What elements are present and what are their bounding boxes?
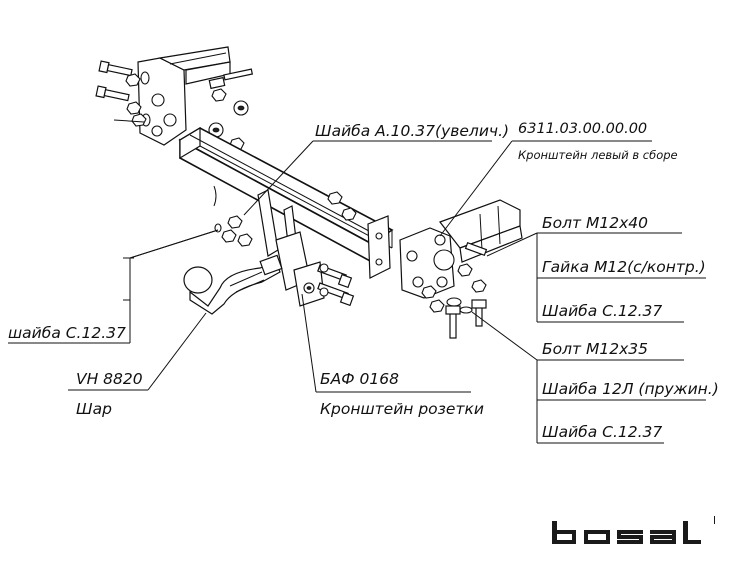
upper-bolts [208, 68, 254, 151]
right-bracket-assembly [399, 199, 523, 299]
tow-ball [183, 254, 283, 315]
label-bracket-code: 6311.03.00.00.00 [518, 121, 647, 137]
main-cross-beam [178, 126, 394, 264]
bosal-logo [552, 516, 715, 544]
leader-lines [8, 119, 706, 444]
center-nuts [213, 185, 253, 247]
label-ball-code: VH 8820 [76, 370, 143, 388]
center-bracket [257, 189, 325, 307]
label-washer-c1237-b: Шайба С.12.37 [542, 423, 662, 441]
label-washer-12l: Шайба 12Л (пружин.) [542, 380, 719, 398]
left-bolts [95, 60, 151, 127]
label-bolt-m12x35: Болт М12х35 [542, 340, 648, 358]
label-socket-name: Кронштейн розетки [320, 400, 484, 418]
beam-nuts [327, 191, 357, 221]
left-mounting-bracket [137, 46, 231, 146]
right-bolts [421, 241, 488, 339]
label-washer-c1237-a: Шайба С.12.37 [542, 302, 662, 320]
label-nut-m12: Гайка М12(с/контр.) [542, 258, 706, 276]
label-ball-name: Шар [76, 400, 112, 418]
label-bracket-name: Кронштейн левый в сборе [518, 148, 678, 162]
socket-bracket-bolts [317, 263, 355, 307]
beam-right-plate [367, 215, 391, 279]
label-bolt-m12x40: Болт М12х40 [542, 214, 648, 232]
label-washer-enlarged: Шайба А.10.37(увелич.) [315, 122, 509, 140]
label-washer-left: шайба С.12.37 [8, 324, 126, 342]
label-socket-code: БАФ 0168 [320, 370, 399, 388]
